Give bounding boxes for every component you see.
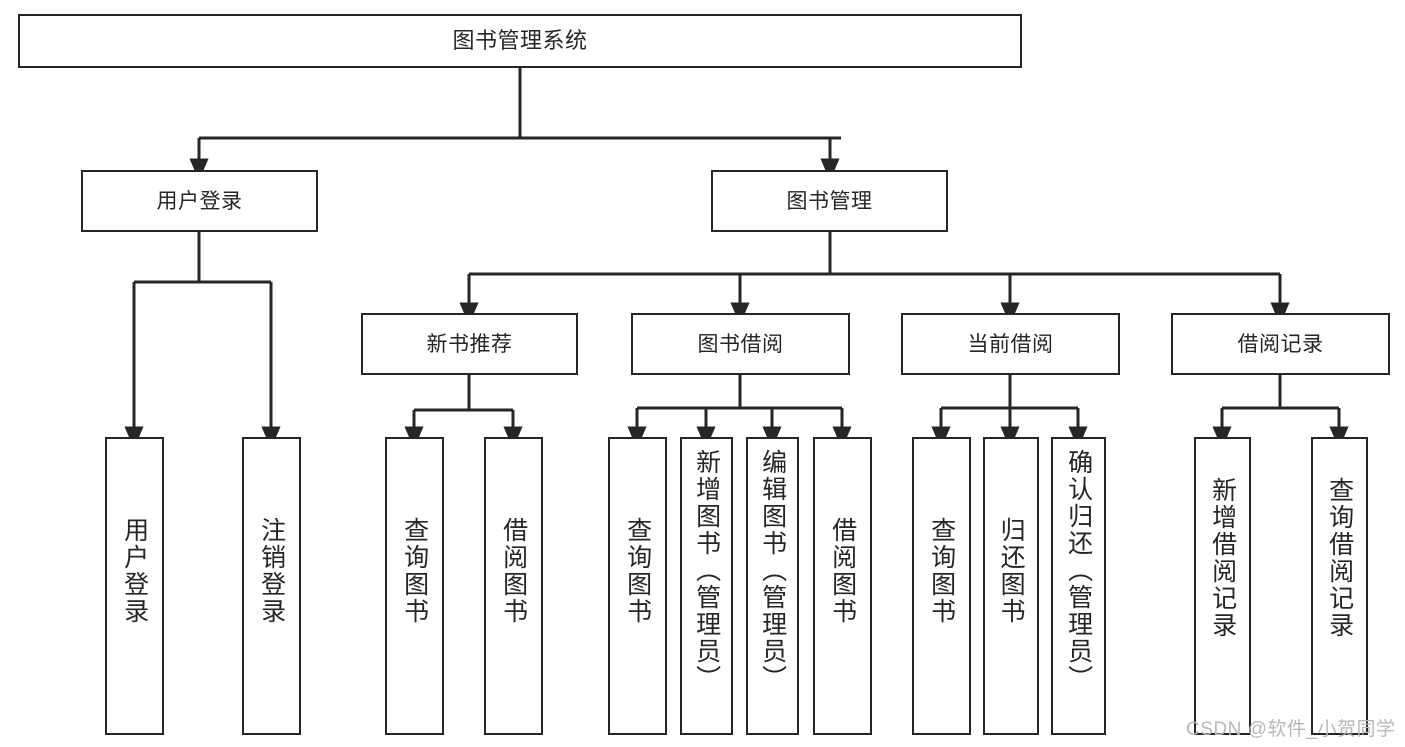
node-label: 用户登录: [120, 517, 149, 625]
node-label: 查询图书: [623, 517, 652, 625]
leaf-record-add-record[interactable]: 新增借阅记录: [1194, 437, 1251, 735]
leaf-borrow-add-book-admin[interactable]: 新增图书（管理员）: [680, 437, 733, 735]
node-current-borrow[interactable]: 当前借阅: [901, 313, 1120, 375]
leaf-borrow-borrow-book[interactable]: 借阅图书: [813, 437, 872, 735]
node-new-book-recommend[interactable]: 新书推荐: [361, 313, 578, 375]
node-label: 新增图书（管理员）: [692, 449, 721, 692]
leaf-recommend-query-book[interactable]: 查询图书: [385, 437, 444, 735]
node-label: 借阅图书: [499, 517, 528, 625]
node-root-system[interactable]: 图书管理系统: [18, 14, 1022, 68]
node-label: 图书管理系统: [452, 28, 588, 53]
node-label: 新书推荐: [426, 332, 513, 356]
node-book-management[interactable]: 图书管理: [711, 170, 948, 232]
node-label: 归还图书: [997, 517, 1026, 625]
node-label: 图书管理: [786, 189, 873, 213]
leaf-user-logout[interactable]: 注销登录: [242, 437, 301, 735]
node-label: 确认归还（管理员）: [1064, 449, 1093, 692]
node-book-borrow[interactable]: 图书借阅: [631, 313, 850, 375]
node-label: 借阅记录: [1237, 332, 1324, 356]
node-label: 图书借阅: [697, 332, 784, 356]
node-label: 查询图书: [927, 517, 956, 625]
node-user-login[interactable]: 用户登录: [81, 170, 318, 232]
watermark-text: CSDN @软件_小贺同学: [1186, 719, 1396, 740]
node-borrow-record[interactable]: 借阅记录: [1171, 313, 1390, 375]
leaf-borrow-edit-book-admin[interactable]: 编辑图书（管理员）: [746, 437, 799, 735]
node-label: 新增借阅记录: [1208, 477, 1237, 639]
leaf-user-login[interactable]: 用户登录: [105, 437, 164, 735]
leaf-current-query-book[interactable]: 查询图书: [912, 437, 971, 735]
leaf-current-return-book[interactable]: 归还图书: [983, 437, 1039, 735]
node-label: 注销登录: [257, 517, 286, 625]
leaf-borrow-query-book[interactable]: 查询图书: [608, 437, 667, 735]
node-label: 借阅图书: [828, 517, 857, 625]
node-label: 查询图书: [400, 517, 429, 625]
leaf-record-query-record[interactable]: 查询借阅记录: [1311, 437, 1368, 735]
node-label: 编辑图书（管理员）: [758, 449, 787, 692]
node-label: 查询借阅记录: [1325, 477, 1354, 639]
node-label: 当前借阅: [967, 332, 1054, 356]
node-label: 用户登录: [156, 189, 243, 213]
leaf-current-confirm-return-admin[interactable]: 确认归还（管理员）: [1051, 437, 1106, 735]
leaf-recommend-borrow-book[interactable]: 借阅图书: [484, 437, 543, 735]
